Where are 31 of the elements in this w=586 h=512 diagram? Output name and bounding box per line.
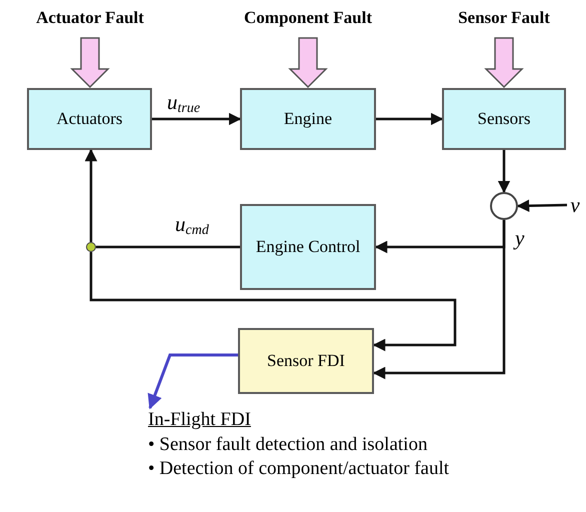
block-label: Engine [284, 108, 332, 130]
block-box [442, 88, 566, 150]
arrow [376, 112, 444, 126]
arrow [148, 354, 238, 410]
connector-line [96, 246, 240, 248]
fault-label: Component Fault [244, 8, 372, 28]
block-arrow [288, 37, 328, 88]
block-label: Sensors [478, 108, 530, 130]
arrow [516, 200, 568, 212]
block-box [238, 328, 374, 394]
block-label: Engine Control [256, 236, 360, 258]
block-box [27, 88, 152, 150]
bullet-item: • Sensor fault detection and isolation [148, 432, 428, 457]
block-arrow [484, 37, 524, 88]
bullet-item: • Detection of component/actuator fault [148, 457, 450, 482]
note-heading: In-Flight FDI [148, 408, 251, 432]
junction-dot [86, 242, 96, 252]
summing-junction [490, 192, 518, 220]
arrow [498, 150, 510, 194]
fault-label: Actuator Fault [36, 8, 144, 28]
block-label: Sensor FDI [267, 350, 345, 372]
noise-symbol: v [570, 192, 580, 218]
arrow [372, 220, 506, 380]
block-box [240, 88, 376, 150]
block-box [240, 204, 376, 290]
arrow [90, 252, 456, 352]
block-label: Actuators [56, 108, 123, 130]
fault-label: Sensor Fault [458, 8, 550, 28]
arrow [84, 148, 98, 242]
arrow [152, 112, 242, 126]
block-arrow [70, 37, 110, 88]
